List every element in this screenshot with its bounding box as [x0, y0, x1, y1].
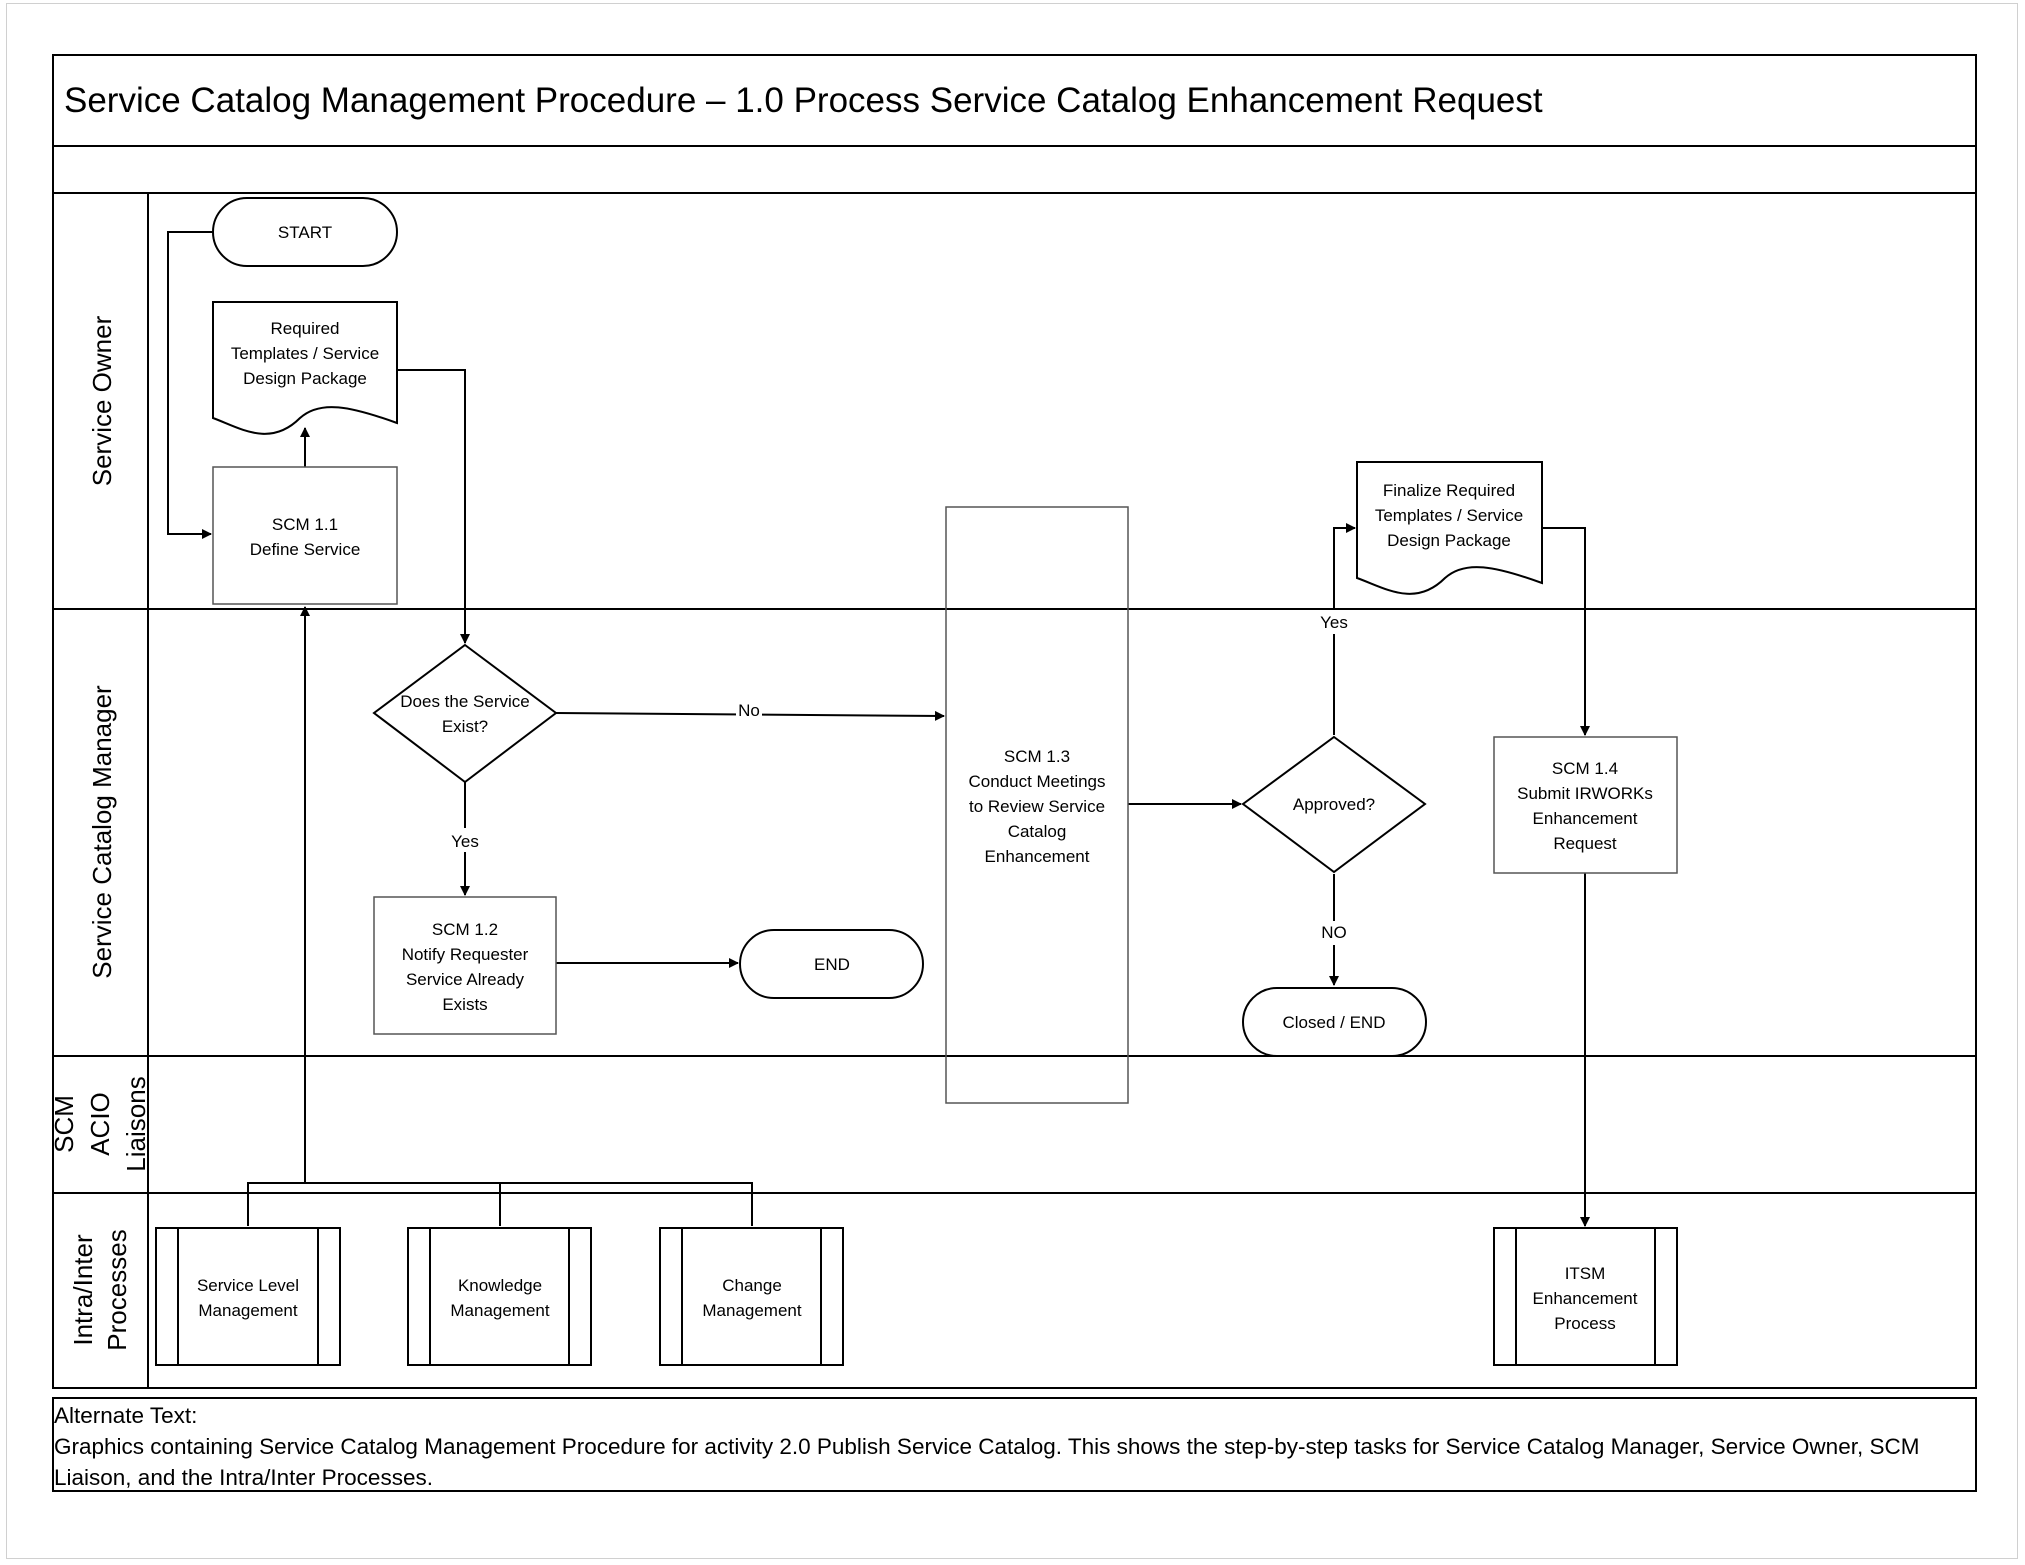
closed-end-terminator: Closed / END: [1242, 987, 1427, 1057]
scm-1-4-submit-irworks: SCM 1.4 Submit IRWORKs Enhancement Reque…: [1493, 736, 1678, 874]
svg-text:Does the Service: Does the Service: [400, 692, 529, 711]
required-templates-document: Required Templates / Service Design Pack…: [212, 301, 398, 435]
svg-text:Knowledge: Knowledge: [458, 1276, 542, 1295]
alt-text-box: [52, 1397, 1977, 1492]
svg-text:Enhancement: Enhancement: [1533, 1289, 1638, 1308]
svg-text:START: START: [278, 223, 332, 242]
lane-label-scm-acio-liaisons: SCM ACIO Liaisons: [49, 1076, 151, 1171]
lane-label-intra-inter-processes: Intra/Inter Processes: [68, 1229, 132, 1350]
process-knowledge-management: Knowledge Management: [407, 1227, 592, 1366]
edge-label-no: No: [738, 701, 760, 720]
svg-text:Liaisons: Liaisons: [121, 1076, 151, 1171]
alt-text-line-1: Graphics containing Service Catalog Mana…: [54, 1434, 1920, 1459]
svg-text:Intra/Inter: Intra/Inter: [68, 1234, 98, 1346]
svg-text:Management: Management: [702, 1301, 802, 1320]
svg-text:Templates / Service: Templates / Service: [1375, 506, 1523, 525]
edge-label-yes-approved: Yes: [1320, 613, 1348, 632]
svg-text:Closed / END: Closed / END: [1283, 1013, 1386, 1032]
svg-text:Request: Request: [1553, 834, 1617, 853]
svg-text:Service Already: Service Already: [406, 970, 525, 989]
diagram-title: Service Catalog Management Procedure – 1…: [64, 81, 1543, 120]
svg-text:Submit IRWORKs: Submit IRWORKs: [1517, 784, 1653, 803]
scm-1-1-define-service: SCM 1.1 Define Service: [212, 466, 398, 605]
edge-label-no-approved: NO: [1321, 923, 1347, 942]
svg-text:Processes: Processes: [102, 1229, 132, 1350]
svg-text:Notify Requester: Notify Requester: [402, 945, 529, 964]
lane-label-service-owner: Service Owner: [87, 315, 117, 486]
svg-text:Finalize Required: Finalize Required: [1383, 481, 1515, 500]
svg-text:to Review Service: to Review Service: [969, 797, 1105, 816]
alt-text-line-2: Liaison, and the Intra/Inter Processes.: [54, 1465, 433, 1490]
svg-text:Design Package: Design Package: [243, 369, 367, 388]
edge-approved-yes: [1333, 523, 1356, 735]
svg-text:Management: Management: [198, 1301, 298, 1320]
page-frame: [6, 3, 2018, 1559]
svg-text:ITSM: ITSM: [1565, 1264, 1606, 1283]
edge-templates-to-decision: [397, 369, 470, 644]
svg-text:SCM 1.1: SCM 1.1: [272, 515, 338, 534]
svg-text:Management: Management: [450, 1301, 550, 1320]
edge-start-to-define: [167, 231, 213, 539]
svg-text:Exists: Exists: [442, 995, 487, 1014]
svg-text:Enhancement: Enhancement: [985, 847, 1090, 866]
scm-1-3-conduct-meetings: SCM 1.3 Conduct Meetings to Review Servi…: [945, 506, 1129, 1104]
process-service-level-management: Service Level Management: [155, 1227, 341, 1366]
alt-text-heading: Alternate Text:: [54, 1403, 198, 1428]
svg-text:Enhancement: Enhancement: [1533, 809, 1638, 828]
svg-text:SCM 1.4: SCM 1.4: [1552, 759, 1618, 778]
svg-text:END: END: [814, 955, 850, 974]
svg-text:Approved?: Approved?: [1293, 795, 1375, 814]
svg-text:Required: Required: [271, 319, 340, 338]
svg-text:Define Service: Define Service: [250, 540, 361, 559]
scm-1-2-notify-requester: SCM 1.2 Notify Requester Service Already…: [373, 896, 557, 1035]
process-itsm-enhancement: ITSM Enhancement Process: [1493, 1227, 1678, 1366]
lane-label-service-catalog-manager: Service Catalog Manager: [87, 685, 117, 979]
end-terminator: END: [739, 929, 924, 999]
start-terminator: START: [212, 197, 398, 267]
svg-text:SCM: SCM: [49, 1095, 79, 1153]
process-change-management: Change Management: [659, 1227, 844, 1366]
svg-text:ACIO: ACIO: [85, 1092, 115, 1156]
edge-label-yes-exists: Yes: [451, 832, 479, 851]
swimlane-frame: [52, 54, 1977, 1389]
svg-text:Change: Change: [722, 1276, 782, 1295]
svg-text:Exist?: Exist?: [442, 717, 488, 736]
alternate-text: Alternate Text: Graphics containing Serv…: [54, 1400, 1974, 1492]
svg-text:Process: Process: [1554, 1314, 1615, 1333]
svg-text:SCM 1.3: SCM 1.3: [1004, 747, 1070, 766]
svg-text:Design Package: Design Package: [1387, 531, 1511, 550]
svg-text:Catalog: Catalog: [1008, 822, 1067, 841]
finalize-templates-document: Finalize Required Templates / Service De…: [1356, 461, 1543, 595]
svg-text:Service Level: Service Level: [197, 1276, 299, 1295]
svg-text:SCM 1.2: SCM 1.2: [432, 920, 498, 939]
svg-text:Templates / Service: Templates / Service: [231, 344, 379, 363]
decision-service-exists: Does the Service Exist?: [372, 643, 558, 784]
decision-approved: Approved?: [1241, 735, 1427, 874]
edge-finalize-to-submit: [1542, 527, 1590, 736]
svg-text:Conduct Meetings: Conduct Meetings: [968, 772, 1105, 791]
